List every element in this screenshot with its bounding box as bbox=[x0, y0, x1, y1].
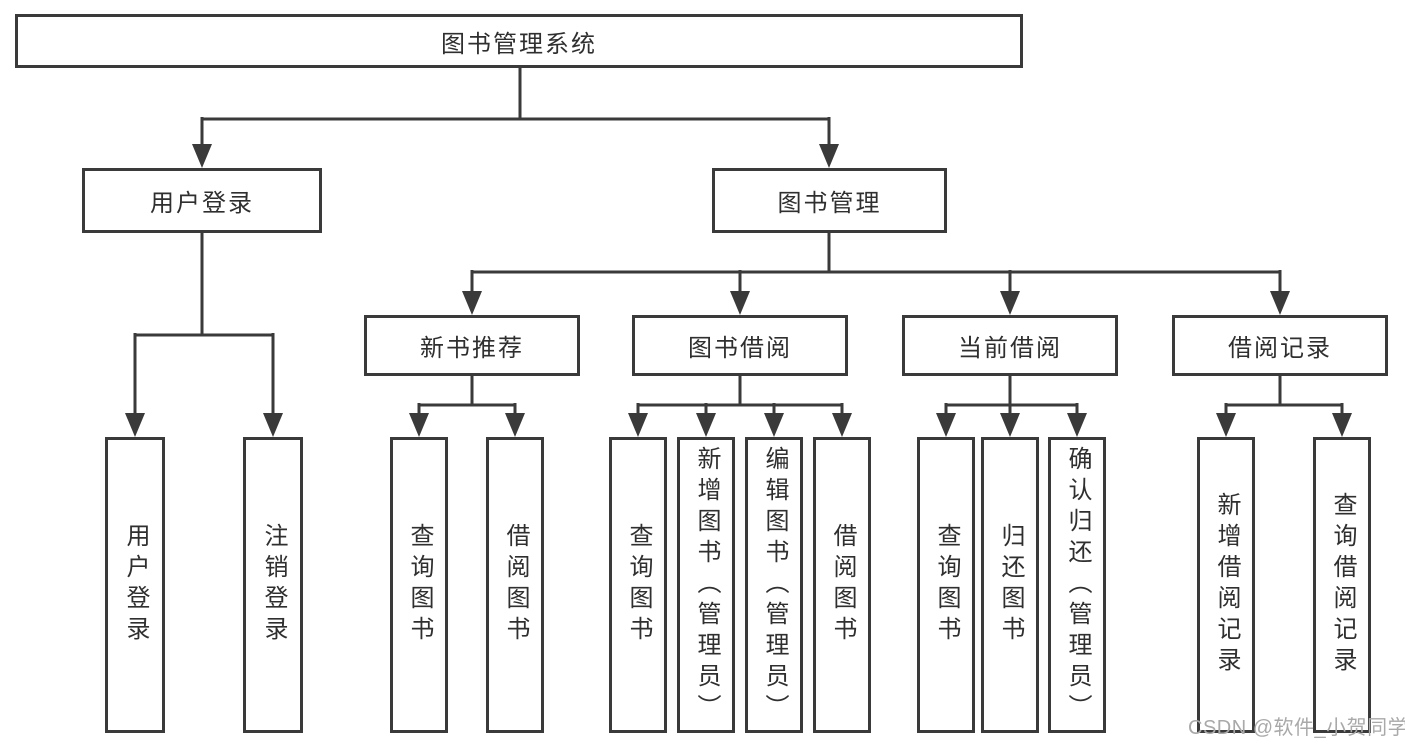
connector-user-login bbox=[125, 233, 283, 437]
node-book-management: 图书管理 bbox=[712, 168, 947, 233]
connector-borrow-records bbox=[1216, 376, 1352, 437]
leaf-return-books: 归还图书 bbox=[981, 437, 1039, 733]
node-new-book-recommend-label: 新书推荐 bbox=[420, 335, 524, 362]
leaf-borrow-books-recommend-label: 借阅图书 bbox=[502, 523, 529, 647]
leaf-query-books-recommend-label: 查询图书 bbox=[406, 523, 433, 647]
connector-new-book-recommend bbox=[409, 376, 525, 437]
connector-current-borrowing bbox=[936, 376, 1087, 437]
leaf-borrow-books-borrowing-label: 借阅图书 bbox=[829, 523, 856, 647]
node-book-management-label: 图书管理 bbox=[777, 190, 882, 217]
leaf-add-books-admin-label: 新增图书（管理员） bbox=[693, 445, 720, 725]
leaf-query-borrow-record: 查询借阅记录 bbox=[1313, 437, 1371, 733]
leaf-edit-books-admin: 编辑图书（管理员） bbox=[745, 437, 803, 733]
leaf-query-books-current-label: 查询图书 bbox=[933, 523, 960, 647]
leaf-add-borrow-record-label: 新增借阅记录 bbox=[1213, 492, 1240, 678]
connector-root bbox=[192, 68, 839, 168]
leaf-query-books-borrowing-label: 查询图书 bbox=[625, 523, 652, 647]
node-library-system: 图书管理系统 bbox=[15, 14, 1023, 68]
leaf-user-login: 用户登录 bbox=[105, 437, 165, 733]
node-book-borrowing: 图书借阅 bbox=[632, 315, 848, 376]
leaf-logout-login-label: 注销登录 bbox=[260, 523, 287, 647]
leaf-add-borrow-record: 新增借阅记录 bbox=[1197, 437, 1255, 733]
csdn-watermark: CSDN @软件_小贺同学 bbox=[1188, 717, 1405, 739]
node-borrow-records-label: 借阅记录 bbox=[1228, 335, 1332, 362]
node-book-borrowing-label: 图书借阅 bbox=[688, 335, 792, 362]
node-borrow-records: 借阅记录 bbox=[1172, 315, 1388, 376]
leaf-query-books-recommend: 查询图书 bbox=[390, 437, 448, 733]
connector-book-management bbox=[462, 233, 1290, 315]
leaf-borrow-books-borrowing: 借阅图书 bbox=[813, 437, 871, 733]
node-library-system-label: 图书管理系统 bbox=[441, 30, 597, 58]
leaf-confirm-return-admin-label: 确认归还（管理员） bbox=[1064, 445, 1091, 725]
leaf-query-books-borrowing: 查询图书 bbox=[609, 437, 667, 733]
leaf-query-borrow-record-label: 查询借阅记录 bbox=[1329, 492, 1356, 678]
leaf-query-books-current: 查询图书 bbox=[917, 437, 975, 733]
leaf-add-books-admin: 新增图书（管理员） bbox=[677, 437, 735, 733]
leaf-return-books-label: 归还图书 bbox=[997, 523, 1024, 647]
leaf-confirm-return-admin: 确认归还（管理员） bbox=[1048, 437, 1106, 733]
leaf-edit-books-admin-label: 编辑图书（管理员） bbox=[761, 445, 788, 725]
leaf-user-login-label: 用户登录 bbox=[122, 523, 149, 647]
node-current-borrowing: 当前借阅 bbox=[902, 315, 1118, 376]
node-user-login-label: 用户登录 bbox=[150, 190, 254, 217]
node-new-book-recommend: 新书推荐 bbox=[364, 315, 580, 376]
connector-book-borrowing bbox=[628, 376, 852, 437]
node-current-borrowing-label: 当前借阅 bbox=[958, 335, 1062, 362]
node-user-login: 用户登录 bbox=[82, 168, 322, 233]
leaf-borrow-books-recommend: 借阅图书 bbox=[486, 437, 544, 733]
leaf-logout-login: 注销登录 bbox=[243, 437, 303, 733]
